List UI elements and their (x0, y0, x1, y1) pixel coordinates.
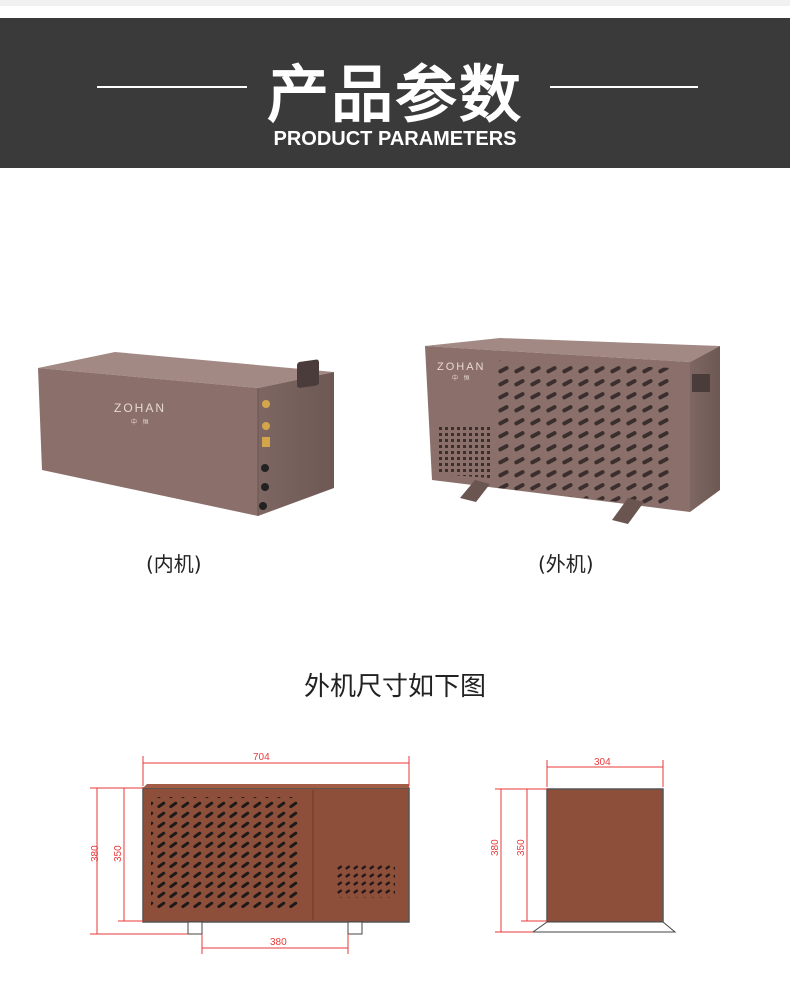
banner-divider-right (550, 86, 698, 88)
outdoor-unit-logo: ZOHAN (437, 361, 486, 373)
side-width-label: 304 (594, 757, 611, 768)
outdoor-unit-logo-sub: 中 恒 (452, 374, 472, 382)
front-total-height-label: 380 (90, 845, 101, 862)
banner-subtitle: PRODUCT PARAMETERS (273, 128, 517, 150)
side-total-height-label: 380 (490, 839, 501, 856)
front-view-drawing: 704 380 350 380 (90, 752, 410, 954)
section-header-banner: 产品参数 PRODUCT PARAMETERS (0, 18, 790, 168)
indoor-unit-caption: (内机) (146, 552, 202, 576)
front-width-label: 704 (253, 752, 270, 763)
indoor-unit-logo: ZOHAN (114, 401, 166, 415)
indoor-unit-logo-sub: 中 恒 (131, 418, 151, 426)
banner-divider-left (97, 86, 247, 88)
outdoor-unit-image: ZOHAN 中 恒 (425, 338, 720, 524)
dimension-section-title: 外机尺寸如下图 (303, 672, 486, 702)
indoor-unit-image: ZOHAN 中 恒 (38, 352, 334, 516)
banner-title: 产品参数 (266, 58, 523, 131)
side-view-drawing: 304 380 350 (490, 757, 677, 933)
outdoor-unit-caption: (外机) (538, 552, 594, 576)
front-body-height-label: 350 (113, 845, 124, 862)
front-feet-span-label: 380 (270, 937, 287, 948)
top-strip (0, 0, 790, 6)
side-body-height-label: 350 (516, 839, 527, 856)
